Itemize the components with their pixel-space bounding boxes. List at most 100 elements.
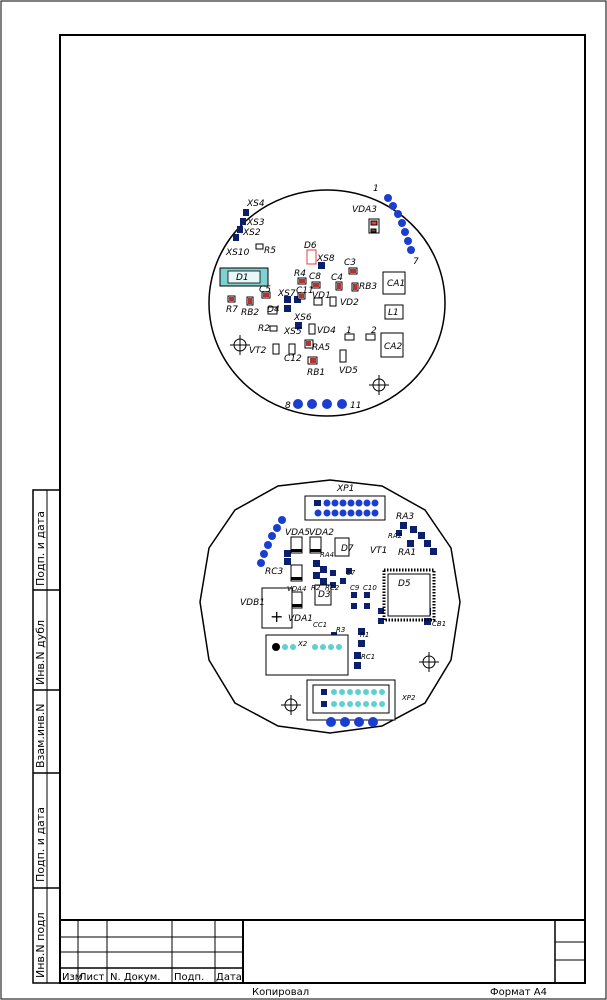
title-block: Изм Лист N. Докум. Подп. Дата [60,919,585,983]
title-block-list: Лист [79,972,105,983]
label-x2: X2 [297,640,308,648]
label-ra1: RA1 [398,548,416,558]
label-d5: D5 [398,579,411,589]
label-xp1: XP1 [336,484,354,494]
chip-d5 [382,568,436,622]
label-vda4: VDA4 [287,585,306,593]
connector-x2 [265,634,349,676]
label-rb3: RB3 [359,282,377,292]
pin-label-left-1: 1 [346,326,352,336]
connector-xp1 [304,495,386,521]
label-d7: D7 [341,544,354,554]
label-c11: C11 [296,286,314,296]
label-d1: D1 [236,273,249,283]
label-c8: C8 [309,272,321,282]
label-rb1: RB1 [307,368,325,378]
label-c3: C3 [344,258,356,268]
connector-x2-pins [272,643,342,651]
board-top-outline [208,189,446,417]
label-vt2: VT2 [249,346,267,356]
label-cb1: CB1 [432,620,446,628]
mount-hole-top-left [230,335,250,355]
pin-label-7: 7 [413,257,419,267]
connector-xp2 [306,679,396,721]
chip-d7 [334,537,350,557]
label-r4: R4 [294,269,306,279]
connector-pads-right [384,194,415,254]
side-stamp: Инв.N подл Подп. и дата Взам.инв.N Инв.N… [32,489,61,984]
label-r7: R7 [226,305,238,315]
label-c9: C9 [350,584,360,592]
label-r5: R5 [264,246,276,256]
pin-label-1: 1 [373,184,379,194]
board-bottom-labels: XP1 RA3 VDA5 VDA2 RA2 D7 VT1 RA1 RC3 RA4… [240,484,446,702]
label-vda5: VDA5 [285,528,310,538]
chip-d3 [314,584,332,606]
pads-left-arc [257,516,286,567]
label-ra2: RA2 [388,532,403,540]
vdb1-plus-sign: + [270,607,283,626]
pin-label-8: 8 [285,401,291,411]
resistor-fills [229,269,357,363]
side-stamp-field-3: Взам.инв.N [34,704,47,768]
label-xs2: XS2 [242,228,261,238]
label-ra3: RA3 [396,512,414,522]
diode-bridge-vdb1 [261,587,293,629]
board-top-labels: XS4 XS3 XS2 XS10 R5 D6 XS8 C3 VDA3 R4 C8… [225,184,419,411]
label-d3: D3 [318,590,331,600]
label-xs6: XS6 [293,313,312,323]
label-c4: C4 [331,273,343,283]
label-ca1: CA1 [387,279,405,289]
label-rc2: RC2 [325,584,340,592]
label-c12: C12 [284,354,302,364]
side-stamp-field-5: Подп. и дата [34,511,47,586]
label-ca2: CA2 [384,342,402,352]
label-vda3: VDA3 [352,205,377,215]
diode-bands [291,549,321,607]
footer-copied: Копировал [252,987,309,998]
label-vda1: VDA1 [288,614,313,624]
side-stamp-field-1: Инв.N подл [34,912,47,978]
label-c5: C5 [259,285,271,295]
label-xs10: XS10 [225,248,250,258]
label-r2: R2 [258,324,270,334]
label-xs3: XS3 [246,218,265,228]
pads-bottom-row [326,717,378,727]
pin-label-left-2: 2 [371,326,377,336]
label-r3: R3 [336,626,345,634]
label-vd1: VD1 [312,291,331,301]
mount-hole-bottom-right [419,652,439,672]
mount-hole-top-right [369,375,389,395]
label-vd4: VD4 [317,326,336,336]
side-stamp-field-4: Инв.N дубл [34,620,47,685]
title-block-date: Дата [216,972,242,983]
label-xs5: XS5 [283,327,302,337]
label-vd2: VD2 [340,298,359,308]
board-top: XS4 XS3 XS2 XS10 R5 D6 XS8 C3 VDA3 R4 C8… [208,184,446,417]
label-c10: C10 [363,584,377,592]
label-xs8: XS8 [316,254,335,264]
label-rc1: RC1 [361,653,375,661]
label-rb2: RB2 [241,308,259,318]
pin-label-11: 11 [350,401,361,411]
connector-xp2-pins [321,689,385,707]
label-c7: C7 [346,569,356,577]
label-vdb1: VDB1 [240,598,265,608]
title-block-izm: Изм [62,972,82,983]
label-l1: L1 [388,308,399,318]
title-block-docnum: N. Докум. [110,972,160,983]
connector-pads-bottom [293,399,347,409]
label-xp2: XP2 [401,694,416,702]
label-vt1: VT1 [370,546,387,556]
label-xs7: XS7 [277,289,296,299]
label-ra5: RA5 [312,343,330,353]
label-vd5: VD5 [339,366,358,376]
side-stamp-field-2: Подп. и дата [34,807,47,882]
label-d4: D4 [267,305,280,315]
label-rc3: RC3 [265,567,284,577]
label-xs4: XS4 [246,199,265,209]
label-cc1: CC1 [313,621,327,629]
label-r2: R2 [311,584,321,592]
